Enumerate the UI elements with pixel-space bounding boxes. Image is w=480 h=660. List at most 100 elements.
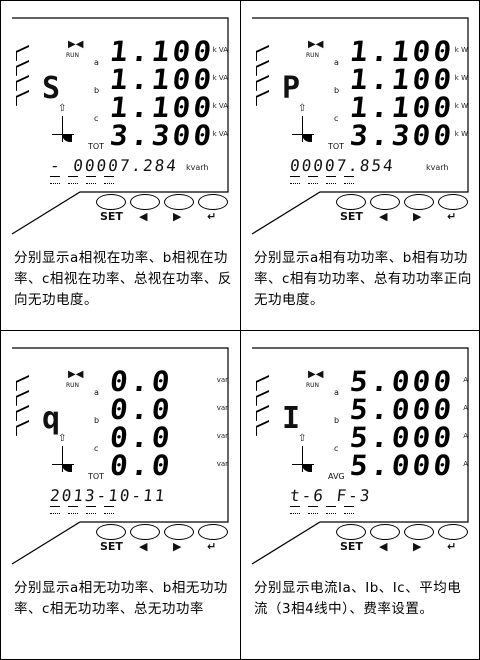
tariff-bars-icon: [256, 374, 270, 438]
left-button[interactable]: [370, 194, 400, 210]
measurement-unit: k W: [454, 102, 468, 110]
left-button-label: ◀: [139, 540, 148, 553]
set-button-label: SET: [100, 210, 123, 223]
button-row: SET◀▶↵: [96, 524, 236, 553]
secondary-readout: - 00007.284: [49, 156, 180, 175]
measurement-value: 1.100: [108, 63, 217, 96]
phase-label: TOT: [88, 142, 105, 151]
phase-label: c: [334, 444, 339, 453]
measurement-unit: A: [463, 404, 468, 412]
right-button[interactable]: [164, 524, 194, 540]
panel-description: 分别显示a相有功功率、b相有功功率、c相有功功率、总有功功率正向无功电度。: [254, 250, 472, 308]
measurement-unit: var: [216, 460, 228, 468]
set-button[interactable]: [96, 524, 126, 540]
phase-label: b: [334, 416, 340, 425]
measurement-value: 0.0: [108, 365, 175, 398]
measurement-value: 1.100: [108, 35, 217, 68]
phase-label: c: [94, 444, 99, 453]
measurement-unit: k VA: [212, 102, 228, 110]
secondary-unit: kvarh: [426, 163, 449, 172]
status-icons: [50, 506, 130, 516]
phase-label: b: [94, 416, 100, 425]
right-button-label: ▶: [173, 540, 182, 553]
status-icons: [290, 506, 370, 516]
tariff-bars-icon: [16, 374, 30, 438]
measurement-value: 0.0: [108, 449, 175, 482]
measurement-value: 3.300: [348, 119, 457, 152]
left-button-label: ◀: [379, 540, 388, 553]
secondary-unit: kvarh: [186, 163, 209, 172]
left-button[interactable]: [370, 524, 400, 540]
arrow-up-icon: ⇧: [298, 103, 307, 114]
arrow-up-icon: ⇧: [58, 103, 67, 114]
right-button[interactable]: [164, 194, 194, 210]
arrow-up-icon: ⇧: [58, 433, 67, 444]
lcd-outline: [11, 347, 229, 565]
measurement-value: 1.100: [348, 35, 457, 68]
right-button[interactable]: [404, 524, 434, 540]
left-button-label: ◀: [379, 210, 388, 223]
button-row: SET◀▶↵: [336, 194, 476, 223]
quadrant-icon: [52, 116, 76, 146]
left-button-label: ◀: [139, 210, 148, 223]
button-row: SET ◀ ▶ ↵: [96, 194, 236, 223]
measurement-value: 5.000: [348, 365, 457, 398]
secondary-readout: t-6 F-3: [289, 486, 373, 505]
quadrant-icon: [292, 446, 316, 476]
phase-label: TOT: [328, 142, 345, 151]
button-row: SET◀▶↵: [336, 524, 476, 553]
right-button-label: ▶: [173, 210, 182, 223]
measurement-value: 1.100: [108, 91, 217, 124]
tariff-bars-icon: [16, 44, 30, 108]
phase-label: b: [334, 86, 340, 95]
quadrant-icon: [292, 116, 316, 146]
left-button[interactable]: [130, 524, 160, 540]
left-button[interactable]: [130, 194, 160, 210]
enter-button[interactable]: [438, 194, 468, 210]
status-icons: [50, 176, 130, 186]
right-button-label: ▶: [413, 540, 422, 553]
panel-description: 分别显示a相视在功率、b相视在功率、c相视在功率、总视在功率、反向无功电度。: [14, 250, 232, 308]
enter-button-label: ↵: [207, 210, 217, 223]
measurement-value: 1.100: [348, 63, 457, 96]
run-indicator-icon: ▶◀: [68, 369, 84, 380]
set-button[interactable]: [96, 194, 126, 210]
measurement-value: 1.100: [348, 91, 457, 124]
measurement-unit: var: [216, 376, 228, 384]
run-label: RUN: [66, 382, 80, 389]
measurement-unit: k VA: [212, 74, 228, 82]
arrow-up-icon: ⇧: [298, 433, 307, 444]
right-button[interactable]: [404, 194, 434, 210]
phase-label: c: [94, 114, 99, 123]
measurement-unit: A: [463, 460, 468, 468]
secondary-readout: 2013-10-11: [49, 486, 168, 505]
set-button[interactable]: [336, 194, 366, 210]
enter-button-label: ↵: [447, 210, 457, 223]
measurement-unit: A: [463, 432, 468, 440]
set-button[interactable]: [336, 524, 366, 540]
phase-label: AVG: [328, 472, 345, 481]
measurement-unit: var: [216, 432, 228, 440]
measurement-value: 5.000: [348, 393, 457, 426]
phase-label: b: [94, 86, 100, 95]
measurement-unit: A: [463, 376, 468, 384]
enter-button[interactable]: [438, 524, 468, 540]
quadrant-icon: [52, 446, 76, 476]
frame-center: [240, 0, 241, 660]
enter-button[interactable]: [198, 194, 228, 210]
run-indicator-icon: ▶◀: [308, 39, 324, 50]
measurement-unit: k W: [454, 46, 468, 54]
measurement-value: 5.000: [348, 421, 457, 454]
set-button-label: SET: [340, 540, 363, 553]
measurement-value: 5.000: [348, 449, 457, 482]
frame-left: [0, 0, 1, 660]
phase-label: a: [94, 388, 99, 397]
mode-letter: P: [282, 71, 301, 106]
enter-button[interactable]: [198, 524, 228, 540]
measurement-unit: var: [216, 404, 228, 412]
